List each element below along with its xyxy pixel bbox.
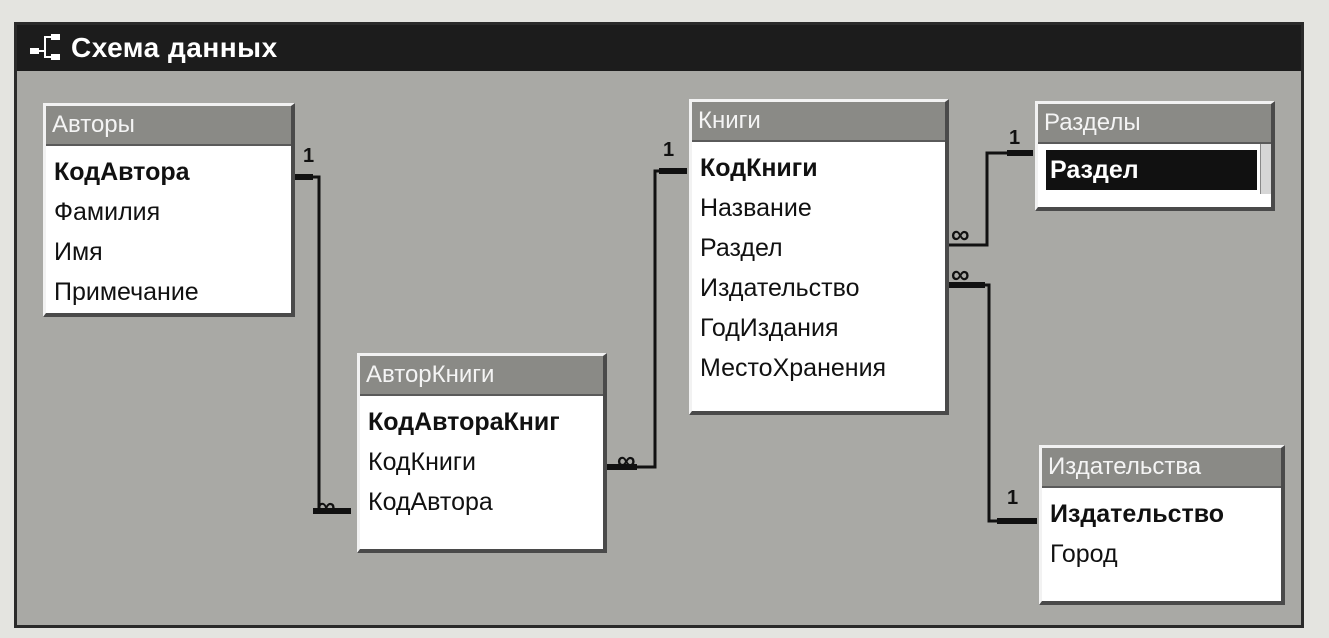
title-bar[interactable]: Схема данных	[17, 25, 1301, 71]
table-avtorknigi-header[interactable]: АвторКниги	[360, 356, 603, 396]
field-avtorknigi-kodavtora[interactable]: КодАвтора	[368, 488, 493, 516]
field-izdatelstva-gorod[interactable]: Город	[1050, 540, 1118, 568]
field-avtory-primechanie[interactable]: Примечание	[54, 278, 199, 306]
table-avtory-header[interactable]: Авторы	[46, 106, 291, 146]
field-knigi-nazvanie[interactable]: Название	[700, 194, 812, 222]
rel-one-avtory: 1	[303, 145, 315, 167]
field-avtory-kodavtora[interactable]: КодАвтора	[54, 158, 190, 186]
table-knigi[interactable]: Книги КодКниги Название Раздел Издательс…	[689, 99, 949, 415]
field-avtory-familiya[interactable]: Фамилия	[54, 198, 161, 226]
field-knigi-mestohraneniya[interactable]: МестоХранения	[700, 354, 887, 382]
field-knigi-izdatelstvo[interactable]: Издательство	[700, 274, 860, 302]
table-razdely-fields: Раздел	[1038, 144, 1271, 194]
field-avtory-imya[interactable]: Имя	[54, 238, 103, 266]
table-razdely-scrollbar[interactable]	[1260, 144, 1271, 194]
table-razdely[interactable]: Разделы Раздел	[1035, 101, 1275, 211]
link-knigi-izdatelstva	[947, 283, 1037, 523]
rel-one-izdatelstva: 1	[1007, 487, 1019, 509]
table-knigi-header[interactable]: Книги	[692, 102, 945, 142]
field-avtorknigi-kodavtoraknig[interactable]: КодАвтораКниг	[368, 408, 560, 436]
field-razdely-razdel[interactable]: Раздел	[1046, 150, 1257, 190]
field-knigi-razdel[interactable]: Раздел	[700, 234, 783, 262]
field-avtorknigi-kodknigi[interactable]: КодКниги	[368, 448, 476, 476]
diagram-canvas[interactable]: 1 ∞ 1 ∞ ∞ 1 ∞ 1 Авторы КодАвтора Фамилия…	[17, 71, 1301, 625]
table-izdatelstva[interactable]: Издательства Издательство Город	[1039, 445, 1285, 605]
rel-many-avtorknigi-avtor: ∞	[317, 491, 335, 521]
link-knigi-avtorknigi	[607, 169, 687, 469]
field-knigi-kodknigi[interactable]: КодКниги	[700, 154, 818, 182]
field-izdatelstva-izdatelstvo[interactable]: Издательство	[1050, 500, 1225, 528]
relationships-icon	[30, 34, 60, 60]
rel-many-knigi-izdatelstvo: ∞	[951, 259, 969, 289]
rel-one-knigi: 1	[663, 139, 675, 161]
table-avtory-fields: КодАвтора Фамилия Имя Примечание	[46, 146, 291, 316]
rel-many-knigi-razdel: ∞	[951, 219, 969, 249]
field-knigi-godizdaniya[interactable]: ГодИздания	[700, 314, 839, 342]
rel-many-avtorknigi-kniga: ∞	[617, 445, 635, 475]
rel-one-razdely: 1	[1009, 127, 1021, 149]
window-title: Схема данных	[71, 32, 278, 63]
table-avtorknigi-fields: КодАвтораКниг КодКниги КодАвтора	[360, 396, 603, 526]
table-izdatelstva-fields: Издательство Город	[1042, 488, 1281, 578]
table-avtory[interactable]: Авторы КодАвтора Фамилия Имя Примечание	[43, 103, 295, 317]
table-izdatelstva-header[interactable]: Издательства	[1042, 448, 1281, 488]
table-avtorknigi[interactable]: АвторКниги КодАвтораКниг КодКниги КодАвт…	[357, 353, 607, 553]
relationships-window: Схема данных 1 ∞ 1 ∞ ∞ 1 ∞ 1	[14, 22, 1304, 628]
table-knigi-fields: КодКниги Название Раздел Издательство Го…	[692, 142, 945, 392]
table-razdely-header[interactable]: Разделы	[1038, 104, 1271, 144]
link-avtory-avtorknigi	[293, 175, 351, 513]
